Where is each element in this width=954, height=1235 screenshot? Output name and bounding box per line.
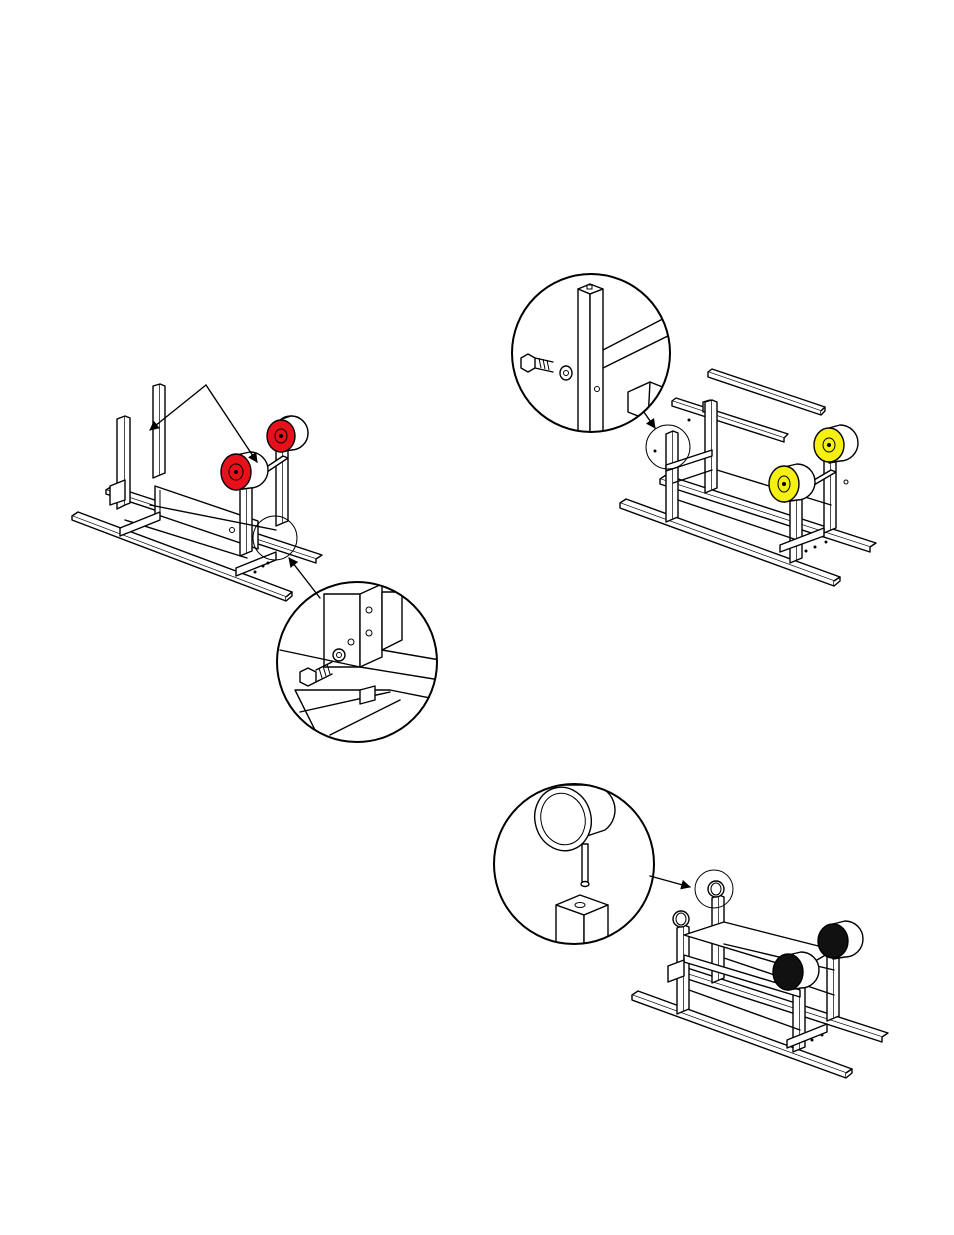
step3-detail-callout — [494, 781, 654, 960]
step2-frame — [620, 369, 876, 586]
step2-pad-front — [769, 464, 815, 502]
step3-pad-back — [818, 921, 863, 959]
step1-detail-callout — [277, 582, 440, 760]
step2-detail-callout — [512, 274, 680, 440]
step3-cap-left — [673, 911, 689, 927]
step2-pad-back — [814, 425, 858, 463]
step1-frame — [72, 384, 322, 601]
step3-cap-right — [708, 881, 724, 897]
step3-frame — [632, 870, 888, 1078]
step1-pad-back — [267, 416, 308, 452]
step3-pad-front — [773, 952, 819, 990]
step1-pad-front — [221, 452, 268, 490]
